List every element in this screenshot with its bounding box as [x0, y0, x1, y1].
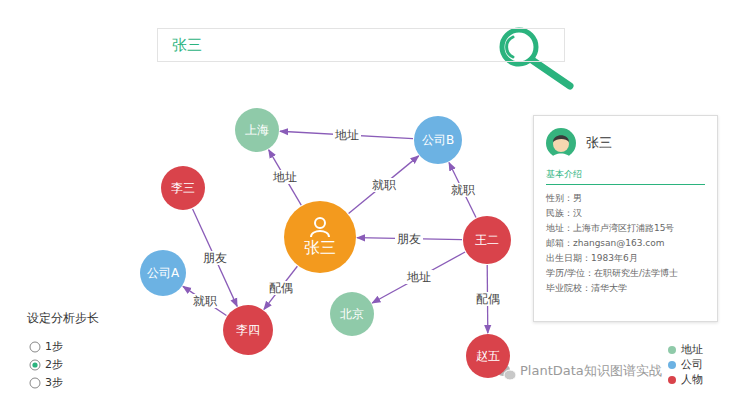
info-card: 张三基本介绍性别：男民族：汉地址：上海市卢湾区打浦路15号邮箱：zhangsan… — [533, 115, 718, 322]
person-icon — [308, 216, 332, 238]
entity-circle: 王二 — [463, 216, 511, 264]
legend-text: 地址 — [681, 343, 703, 357]
entity-name: 上海 — [245, 123, 269, 137]
relation-arrow — [269, 150, 302, 205]
relation-label: 配偶 — [267, 281, 295, 295]
relation-arrow — [349, 156, 419, 214]
relation-label: 就职 — [191, 294, 219, 308]
entity-name: 公司B — [422, 133, 454, 147]
entity-name: 北京 — [340, 307, 364, 321]
search-icon — [502, 30, 570, 86]
relation-label: 朋友 — [395, 232, 423, 246]
entity-name: 李四 — [236, 323, 260, 337]
entity-circle: 北京 — [330, 292, 374, 336]
entity-circle: 上海 — [235, 108, 279, 152]
entity-circle: 李四 — [223, 305, 273, 355]
legend-swatch — [668, 376, 676, 384]
radio-buttons — [30, 342, 40, 388]
watermark: PlantData知识图谱实战 — [520, 364, 662, 378]
card-field: 邮箱：zhangsan@163.com — [546, 236, 705, 251]
relation-label: 地址 — [333, 128, 361, 142]
circle-shape — [284, 201, 356, 273]
entity-name: 张三 — [304, 238, 336, 257]
relation-label: 就职 — [449, 183, 477, 197]
relation-arrow — [264, 266, 297, 309]
entity-circle: 李三 — [161, 166, 205, 210]
entity-circle: 公司B — [414, 116, 462, 164]
card-field: 地址：上海市卢湾区打浦路15号 — [546, 221, 705, 236]
card-field: 民族：汉 — [546, 206, 705, 221]
entity-circle: 张三 — [284, 201, 356, 273]
legend-item: 公司 — [668, 358, 703, 372]
radio-label: 1步 — [45, 340, 63, 354]
search-text: 张三 — [172, 36, 202, 55]
card-field: 出生日期：1983年6月 — [546, 251, 705, 266]
legend-swatch — [668, 346, 676, 354]
relation-label: 地址 — [271, 170, 299, 184]
legend-swatch — [668, 361, 676, 369]
legend-item: 人物 — [668, 373, 703, 387]
radio-label: 3步 — [45, 376, 63, 390]
relation-arrow — [372, 252, 465, 303]
search-box: 张三 — [157, 28, 565, 62]
card-name: 张三 — [586, 134, 612, 152]
card-field: 学历/学位：在职研究生/法学博士 — [546, 266, 705, 281]
relation-arrow — [183, 286, 226, 315]
legend-text: 人物 — [681, 373, 703, 387]
card-heading: 基本介绍 — [546, 168, 705, 181]
entity-name: 王二 — [475, 233, 499, 247]
panel-title: 设定分析步长 — [27, 311, 99, 325]
avatar — [546, 128, 576, 158]
relation-label: 朋友 — [201, 251, 229, 265]
relation-label: 地址 — [405, 270, 433, 284]
relation-label: 就职 — [370, 178, 398, 192]
entity-name: 公司A — [147, 266, 179, 280]
card-field: 毕业院校：清华大学 — [546, 281, 705, 296]
legend-item: 地址 — [668, 343, 703, 357]
card-field: 性别：男 — [546, 191, 705, 206]
card-header: 张三 — [546, 128, 705, 158]
relation-arrow — [193, 209, 238, 306]
radio-label: 2步 — [45, 358, 63, 372]
card-divider — [546, 184, 705, 185]
entity-circle: 公司A — [140, 250, 186, 296]
relation-arrow — [449, 162, 476, 217]
entity-name: 李三 — [171, 181, 195, 195]
relation-label: 配偶 — [474, 292, 502, 306]
legend-text: 公司 — [681, 358, 703, 372]
entity-name: 赵五 — [476, 349, 500, 363]
entity-circle: 赵五 — [466, 334, 510, 378]
